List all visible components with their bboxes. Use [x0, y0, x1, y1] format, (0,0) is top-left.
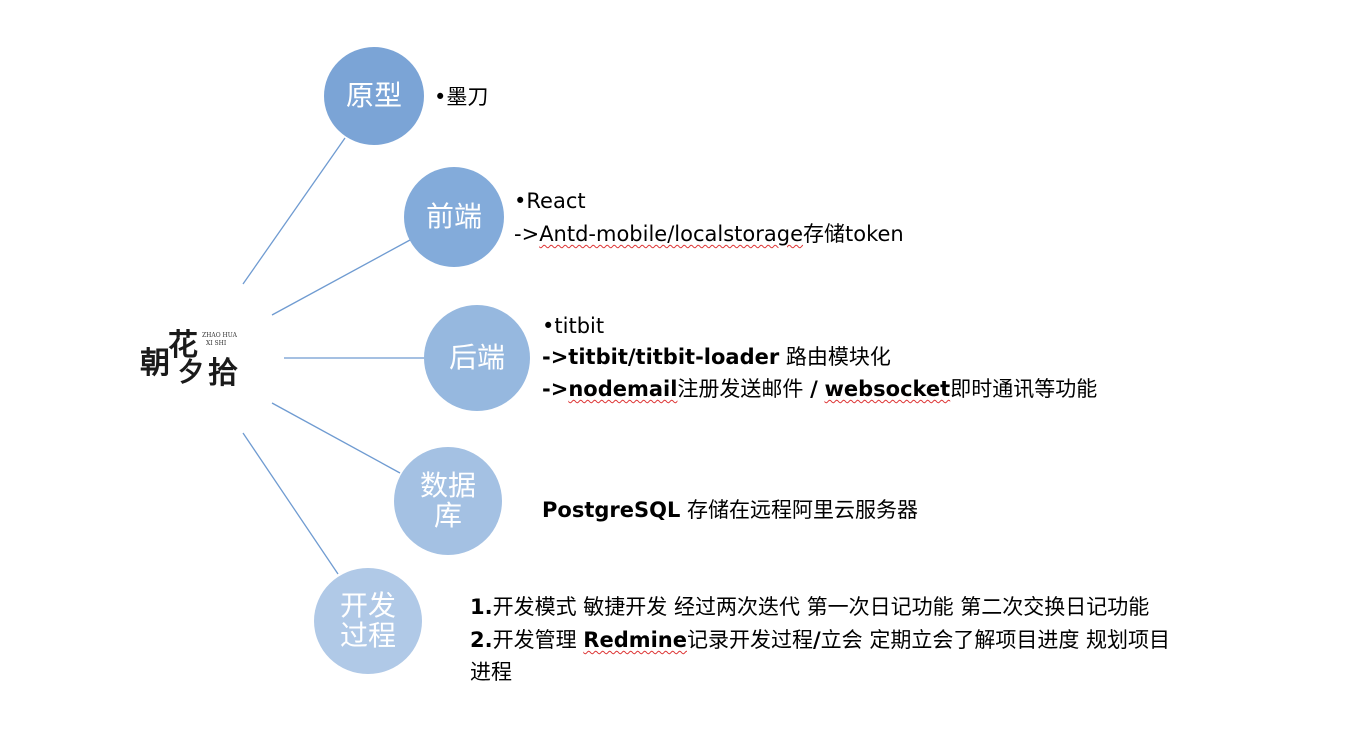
logo-pinyin-1: ZHAO HUA	[202, 332, 237, 339]
process-line-1: 1.开发模式 敏捷开发 经过两次迭代 第一次日记功能 第二次交换日记功能	[470, 594, 1149, 620]
database-text: PostgreSQL 存储在远程阿里云服务器	[542, 497, 918, 523]
node-frontend-label: 前端	[425, 200, 482, 233]
bullet: •	[542, 314, 555, 338]
backend-features: 即时通讯等功能	[950, 377, 1098, 401]
backend-mail-text: 注册发送邮件	[677, 377, 811, 401]
node-prototype: 原型	[324, 47, 424, 145]
bullet: •	[514, 189, 527, 213]
node-database: 数据 库	[394, 447, 502, 555]
backend-nodemail: nodemail	[568, 377, 678, 401]
logo-char-1: 朝	[140, 346, 170, 381]
frontend-arrow: ->	[514, 222, 540, 246]
backend-routing: 路由模块化	[779, 345, 891, 369]
logo-char-3: 夕	[178, 358, 205, 388]
prototype-text: •墨刀	[434, 84, 488, 110]
frontend-line-2: ->Antd-mobile/localstorage存储token	[514, 221, 904, 247]
node-database-label-2: 库	[433, 499, 462, 532]
process-num-2: 2.	[470, 628, 493, 652]
backend-line-2: ->titbit/titbit-loader 路由模块化	[542, 344, 891, 370]
node-backend-label: 后端	[448, 341, 505, 374]
process-text-2c: 立会 定期立会了解项目进度 规划项目	[820, 628, 1171, 652]
frontend-line-1: •React	[514, 188, 586, 214]
node-process-label-2: 过程	[339, 619, 396, 652]
node-backend: 后端	[424, 305, 530, 411]
bullet: •	[434, 85, 447, 109]
app-logo: 朝 花 夕 拾 ZHAO HUA XI SHI	[138, 318, 248, 398]
process-text-1: 开发模式 敏捷开发 经过两次迭代 第一次日记功能 第二次交换日记功能	[492, 595, 1150, 619]
backend-line-1: •titbit	[542, 313, 604, 339]
backend-line-3: ->nodemail注册发送邮件 / websocket即时通讯等功能	[542, 376, 1097, 402]
process-redmine: Redmine	[583, 628, 687, 652]
logo-pinyin-2: XI SHI	[206, 340, 227, 347]
node-prototype-label: 原型	[345, 79, 402, 112]
node-process: 开发 过程	[314, 568, 422, 674]
backend-loader: ->titbit/titbit-loader	[542, 345, 780, 369]
database-name: PostgreSQL	[542, 498, 681, 522]
frontend-framework: React	[526, 189, 586, 213]
connector-prototype	[242, 137, 346, 285]
backend-websocket: websocket	[824, 377, 951, 401]
process-line-2: 2.开发管理 Redmine记录开发过程/立会 定期立会了解项目进度 规划项目	[470, 627, 1170, 653]
node-database-label-1: 数据	[419, 469, 476, 502]
frontend-storage: 存储token	[803, 222, 904, 246]
backend-arrow: ->	[542, 377, 569, 401]
database-location: 存储在远程阿里云服务器	[680, 498, 919, 522]
backend-slash: /	[810, 377, 818, 401]
connector-process	[242, 432, 339, 575]
process-num-1: 1.	[470, 595, 493, 619]
backend-framework: titbit	[554, 314, 605, 338]
node-process-label-1: 开发	[339, 589, 396, 622]
process-line-3: 进程	[470, 659, 512, 685]
process-text-2b: 记录开发过程	[687, 628, 813, 652]
process-text-3: 进程	[470, 660, 512, 684]
logo-char-4: 拾	[208, 356, 238, 391]
node-frontend: 前端	[404, 167, 504, 267]
connector-database	[271, 402, 401, 474]
process-text-2a: 开发管理	[492, 628, 584, 652]
logo-char-2: 花	[168, 328, 198, 363]
process-slash: /	[813, 628, 821, 652]
connector-frontend	[271, 239, 411, 316]
prototype-tool: 墨刀	[446, 85, 489, 109]
frontend-libs: Antd-mobile/localstorage	[539, 222, 804, 246]
